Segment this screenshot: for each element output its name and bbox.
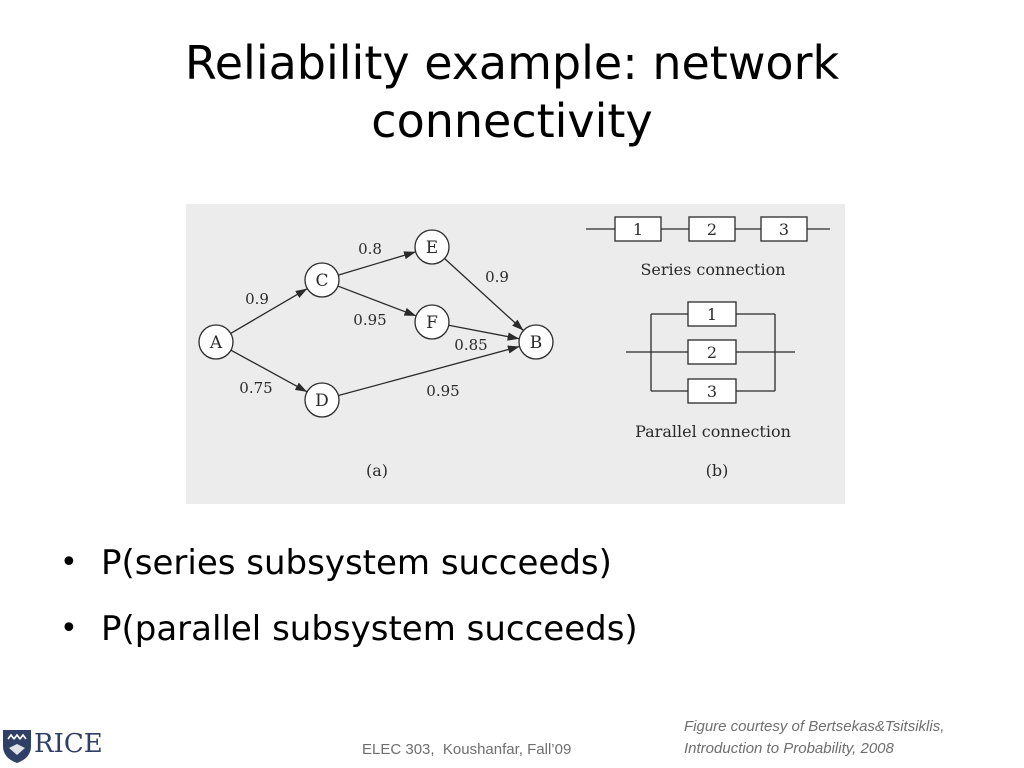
figure-credit-line-1: Figure courtesy of Bertsekas&Tsitsiklis, [684,718,945,735]
parallel-block-label: 3 [707,382,717,401]
edge-weight-label: 0.8 [358,240,382,258]
series-caption: Series connection [640,260,785,279]
node-label-a: A [209,333,223,353]
edge-a-c [230,288,308,334]
series-block-3 [760,216,808,242]
parallel-block-2 [687,339,737,365]
series-block-1 [614,216,662,242]
bullet-text: P(series subsystem succeeds) [101,543,612,583]
node-label-b: B [530,333,543,353]
figure-credit-line-2: Introduction to Probability, 2008 [684,740,894,757]
node-label-f: F [426,313,438,333]
slide-title-line-2: connectivity [371,94,653,148]
network-nodes: A B C D E F [198,229,554,418]
edge-weight-label: 0.75 [239,379,272,397]
bullet-icon: • [60,545,78,580]
series-block-label: 3 [779,220,789,239]
edge-weight-label: 0.95 [353,311,386,329]
panel-b-label: (b) [706,461,729,480]
node-label-c: C [315,271,328,291]
parallel-connection-diagram: 1 2 3 [626,301,795,404]
parallel-block-3 [687,378,737,404]
edge-e-b [444,257,524,332]
parallel-block-label: 2 [707,343,717,362]
rice-logo: RICE [0,726,110,764]
node-c [304,262,340,298]
figure-diagram: 0.9 0.75 0.8 0.95 0.9 0.85 0.95 A B C D E F 1 2 3 1 2 3… [198,216,830,480]
node-d [304,382,340,418]
figure-credit: Figure courtesy of Bertsekas&Tsitsiklis,… [684,716,944,760]
bullet-item-parallel: • P(parallel subsystem succeeds) [58,604,638,670]
parallel-block-label: 1 [707,305,717,324]
edge-weight-label: 0.95 [426,382,459,400]
figure-panel: 0.9 0.75 0.8 0.95 0.9 0.85 0.95 A B C D E F 1 2 3 1 2 3… [186,204,845,504]
node-label-d: D [315,391,329,411]
slide-title: Reliability example: network connectivit… [100,34,924,150]
bullet-icon: • [60,611,78,646]
node-b [518,324,554,360]
edge-c-e [338,251,416,276]
footer-course: ELEC 303, Koushanfar, Fall’09 [362,741,572,758]
panel-a-label: (a) [366,461,388,480]
edge-weight-label: 0.9 [485,268,509,286]
node-a [198,324,234,360]
edge-c-f [337,285,417,317]
rice-shield-icon [3,730,31,763]
series-block-label: 2 [707,220,717,239]
edge-weight-label: 0.85 [454,336,487,354]
bullet-list: • P(series subsystem succeeds) • P(paral… [58,538,638,670]
series-block-2 [688,216,736,242]
edge-f-b [448,324,520,341]
node-label-e: E [426,238,438,258]
slide-title-line-1: Reliability example: network [184,36,840,90]
bullet-item-series: • P(series subsystem succeeds) [58,538,638,604]
bullet-text: P(parallel subsystem succeeds) [101,609,638,649]
parallel-caption: Parallel connection [635,422,791,441]
edge-weight-label: 0.9 [245,290,269,308]
series-connection-diagram: 1 2 3 [586,216,830,242]
parallel-block-1 [687,301,737,327]
node-f [414,304,450,340]
node-e [414,229,450,265]
edge-d-b [338,345,520,397]
edge-a-d [230,349,308,393]
network-edges: 0.9 0.75 0.8 0.95 0.9 0.85 0.95 [230,240,524,400]
series-block-label: 1 [633,220,643,239]
rice-wordmark: RICE [34,729,103,759]
